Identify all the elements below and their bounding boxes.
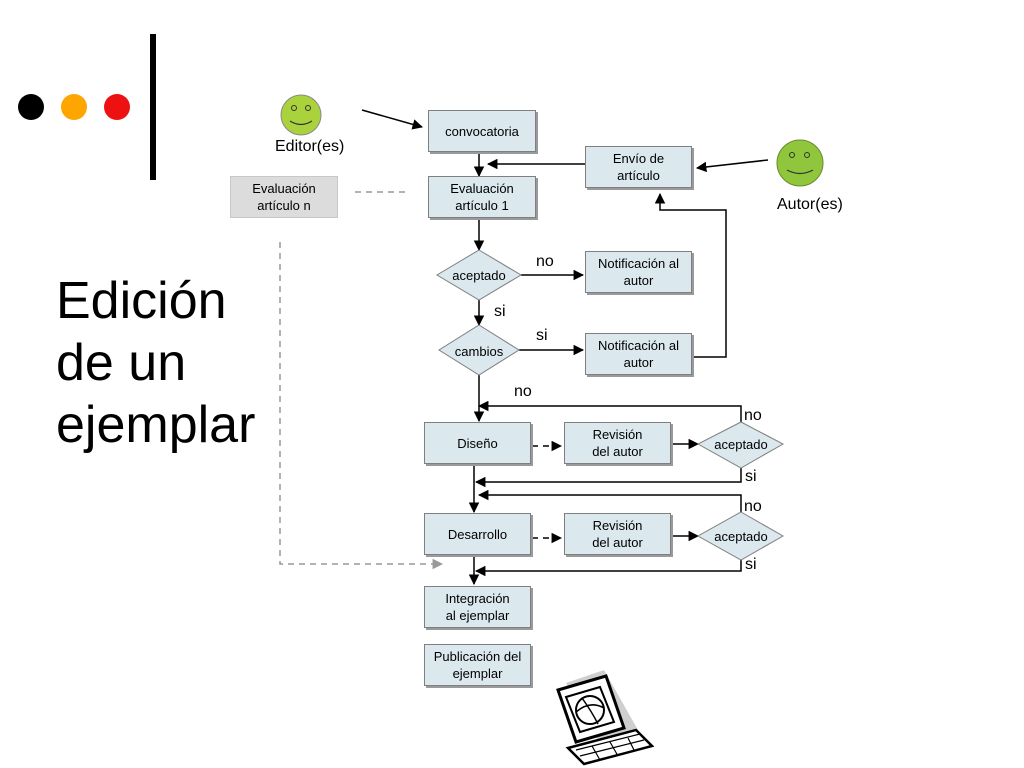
edge-label-cambios-no: no <box>514 383 532 400</box>
edge-label-cambios-si: si <box>536 327 548 344</box>
title-line-3: ejemplar <box>56 396 256 454</box>
decor-dot-black <box>18 94 44 120</box>
node-evaluacion-articulo-n: Evaluación artículo n <box>230 176 338 218</box>
editor-label: Editor(es) <box>275 138 345 155</box>
title-line-2: de un <box>56 334 187 392</box>
node-notificacion-autor-1: Notificación al autor <box>585 251 692 293</box>
slide-title: Edición de un ejemplar <box>56 270 255 456</box>
decor-dot-orange <box>61 94 87 120</box>
node-diseno: Diseño <box>424 422 531 464</box>
decision-aceptado-3-label: aceptado <box>714 529 768 544</box>
smiley-icon <box>776 139 824 187</box>
diamond-aceptado-3 <box>696 511 785 561</box>
smiley-icon <box>280 94 322 136</box>
node-convocatoria: convocatoria <box>428 110 536 152</box>
edge-label-desarrollo-si: si <box>745 556 757 573</box>
decor-dot-red <box>104 94 130 120</box>
author-label: Autor(es) <box>777 196 843 213</box>
node-publicacion: Publicación del ejemplar <box>424 644 531 686</box>
diamond-cambios <box>438 324 520 376</box>
edge-label-aceptado-no: no <box>536 253 554 270</box>
decor-vertical-bar <box>150 34 156 180</box>
computer-icon <box>556 670 655 766</box>
edge-label-diseno-no: no <box>744 407 762 424</box>
title-line-1: Edición <box>56 272 227 330</box>
decision-aceptado-2-label: aceptado <box>714 437 768 452</box>
decision-cambios-label: cambios <box>454 344 504 359</box>
diamond-aceptado-1 <box>436 249 522 301</box>
node-evaluacion-articulo-1: Evaluación artículo 1 <box>428 176 536 218</box>
node-revision-autor-1: Revisión del autor <box>564 422 671 464</box>
node-revision-autor-2: Revisión del autor <box>564 513 671 555</box>
node-envio-articulo: Envío de artículo <box>585 146 692 188</box>
edge-label-aceptado-si: si <box>494 303 506 320</box>
edge-label-desarrollo-no: no <box>744 498 762 515</box>
edge-label-diseno-si: si <box>745 468 757 485</box>
decision-aceptado-1-label: aceptado <box>452 268 506 283</box>
node-desarrollo: Desarrollo <box>424 513 531 555</box>
node-integracion: Integración al ejemplar <box>424 586 531 628</box>
diamond-aceptado-2 <box>696 421 785 469</box>
node-notificacion-autor-2: Notificación al autor <box>585 333 692 375</box>
